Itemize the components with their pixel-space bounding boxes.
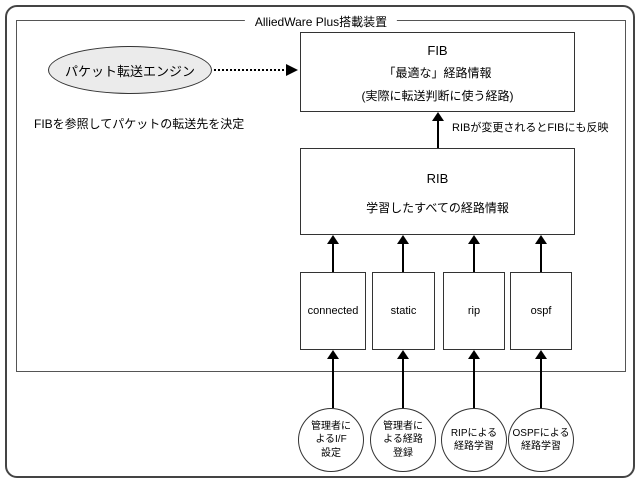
packet-engine-label: パケット転送エンジン xyxy=(64,63,195,79)
arrowhead-up-icon xyxy=(432,112,444,121)
protocol-box-static: static xyxy=(372,272,435,350)
outer-frame xyxy=(5,5,635,478)
source-label-ospf-learning: OSPFによる 経路学習 xyxy=(512,427,570,453)
source-ellipse-rip-learning: RIPによる 経路学習 xyxy=(441,408,507,472)
arrowhead-up-icon xyxy=(327,350,339,359)
rib-box: RIB 学習したすべての経路情報 xyxy=(300,148,575,235)
connected-to-rib-arrow xyxy=(332,244,334,272)
protocol-label-connected: connected xyxy=(307,305,359,317)
source-label-rip-learning: RIPによる 経路学習 xyxy=(450,427,498,453)
protocol-box-ospf: ospf xyxy=(510,272,572,350)
arrowhead-right-icon xyxy=(286,64,298,76)
fib-desc-1: 「最適な」経路情報 xyxy=(383,66,492,80)
source-to-ospf-arrow xyxy=(540,359,542,408)
rip-to-rib-arrow xyxy=(473,244,475,272)
arrowhead-up-icon xyxy=(468,350,480,359)
rib-to-fib-note: RIBが変更されるとFIBにも反映 xyxy=(452,122,609,134)
protocol-label-static: static xyxy=(390,305,417,317)
arrowhead-up-icon xyxy=(535,350,547,359)
source-to-rip-arrow xyxy=(473,359,475,408)
source-label-route-registration: 管理者に よる経路 登録 xyxy=(383,420,423,459)
fib-box: FIB 「最適な」経路情報 (実際に転送判断に使う経路) xyxy=(300,32,575,112)
engine-caption: FIBを参照してパケットの転送先を決定 xyxy=(34,117,245,131)
packet-engine-node: パケット転送エンジン xyxy=(48,46,212,94)
arrowhead-up-icon xyxy=(397,235,409,244)
protocol-label-ospf: ospf xyxy=(530,305,552,317)
fib-desc-2: (実際に転送判断に使う経路) xyxy=(361,89,514,104)
rib-desc: 学習したすべての経路情報 xyxy=(366,201,509,215)
engine-to-fib-arrow xyxy=(214,69,288,71)
rib-title: RIB xyxy=(426,171,449,186)
arrowhead-up-icon xyxy=(468,235,480,244)
protocol-box-rip: rip xyxy=(443,272,505,350)
source-ellipse-if-config: 管理者に よるI/F 設定 xyxy=(298,408,364,472)
source-ellipse-route-registration: 管理者に よる経路 登録 xyxy=(370,408,436,472)
protocol-box-connected: connected xyxy=(300,272,366,350)
fib-title: FIB xyxy=(427,43,448,58)
static-to-rib-arrow xyxy=(402,244,404,272)
rib-to-fib-arrow xyxy=(437,120,439,148)
arrowhead-up-icon xyxy=(327,235,339,244)
source-to-static-arrow xyxy=(402,359,404,408)
source-label-if-config: 管理者に よるI/F 設定 xyxy=(311,420,351,459)
protocol-label-rip: rip xyxy=(467,305,481,317)
source-ellipse-ospf-learning: OSPFによる 経路学習 xyxy=(508,408,574,472)
device-title: AlliedWare Plus搭載装置 xyxy=(244,13,398,30)
source-to-connected-arrow xyxy=(332,359,334,408)
ospf-to-rib-arrow xyxy=(540,244,542,272)
arrowhead-up-icon xyxy=(535,235,547,244)
arrowhead-up-icon xyxy=(397,350,409,359)
